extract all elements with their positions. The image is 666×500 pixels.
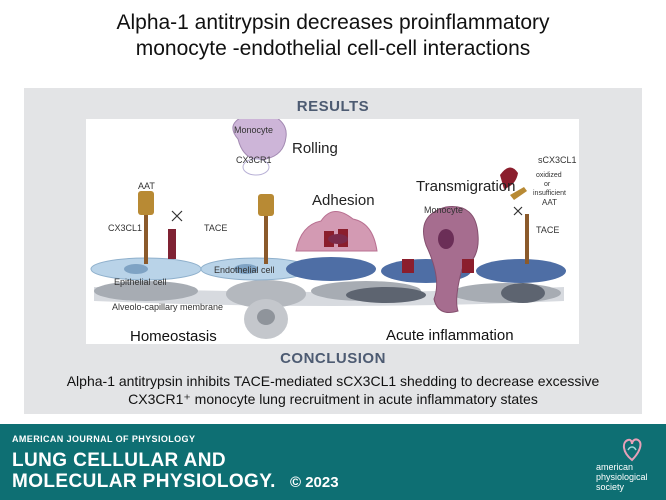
cx3cl1-stalk: [264, 209, 268, 264]
label-monocyte-top: Monocyte: [234, 125, 273, 135]
label-epithelial: Epithelial cell: [114, 277, 167, 287]
endothelial-cell-shape: [286, 257, 376, 281]
label-rolling: Rolling: [292, 140, 338, 157]
oxidized-aat-molecule: [510, 187, 527, 200]
cx3cr1-receptor: [242, 158, 270, 176]
nucleus: [438, 229, 454, 249]
aat-molecule: [138, 191, 154, 215]
label-adhesion: Adhesion: [312, 192, 375, 209]
tace-enzyme: [168, 229, 176, 259]
nucleus: [124, 264, 148, 274]
label-scx3cl1: sCX3CL1: [538, 155, 577, 165]
label-aat-2: AAT: [542, 198, 557, 207]
nucleus: [257, 309, 275, 325]
cx3cl1-stalk: [525, 214, 529, 264]
results-panel: RESULTS: [24, 88, 642, 414]
label-membrane: Alveolo-capillary membrane: [112, 302, 223, 312]
journal-line-1: LUNG CELLULAR AND: [12, 450, 227, 471]
cx3cl1-stalk: [144, 204, 148, 264]
title-line-1: Alpha-1 antitrypsin decreases proinflamm…: [116, 11, 550, 34]
label-transmigration: Transmigration: [416, 178, 515, 195]
epithelial-cell-shape: [94, 281, 198, 301]
mechanism-figure: Monocyte CX3CR1 Rolling AAT CX3CL1 TACE …: [86, 119, 579, 344]
epithelial-cell-shape: [346, 287, 426, 303]
conclusion-line-2: CX3CR1⁺ monocyte lung recruitment in acu…: [128, 391, 538, 407]
journal-line-2: MOLECULAR PHYSIOLOGY.: [12, 471, 276, 492]
aps-logo-icon: [622, 438, 642, 462]
society-line-1: american: [596, 462, 634, 472]
scissors-icon: [171, 210, 183, 222]
society-line-2: physiological: [596, 472, 648, 482]
label-or: or: [544, 181, 551, 188]
scx3cl1-molecule: [500, 167, 518, 189]
society-line-3: society: [596, 482, 625, 492]
results-heading: RESULTS: [296, 98, 370, 115]
monocyte-adhesion: [295, 211, 378, 252]
page-title: Alpha-1 antitrypsin decreases proinflamm…: [0, 10, 666, 62]
caption-homeostasis: Homeostasis: [130, 328, 217, 345]
conclusion-line-1: Alpha-1 antitrypsin inhibits TACE-mediat…: [66, 373, 600, 389]
label-cx3cl1: CX3CL1: [108, 223, 142, 233]
mechanism-diagram: Monocyte CX3CR1 Rolling AAT CX3CL1 TACE …: [90, 119, 577, 339]
conclusion-heading: CONCLUSION: [280, 350, 386, 367]
label-insufficient: insufficient: [533, 190, 566, 197]
endothelial-cell-shape: [476, 259, 566, 283]
nucleus: [234, 264, 258, 274]
society-name: american physiological society: [596, 462, 648, 492]
label-endothelial: Endothelial cell: [214, 265, 275, 275]
journal-name-small: AMERICAN JOURNAL OF PHYSIOLOGY: [12, 434, 196, 444]
aat-molecule: [258, 194, 274, 216]
label-oxidized: oxidized: [536, 172, 562, 179]
scissors-icon: [513, 206, 523, 216]
receptor-complex: [462, 259, 474, 273]
conclusion-text: Alpha-1 antitrypsin inhibits TACE-mediat…: [24, 372, 642, 408]
label-cx3cr1: CX3CR1: [236, 155, 272, 165]
caption-acute-inflammation: Acute inflammation: [386, 327, 514, 344]
nucleus: [328, 234, 348, 244]
label-aat: AAT: [138, 181, 155, 191]
receptor-complex: [402, 259, 414, 273]
label-monocyte-mid: Monocyte: [424, 205, 463, 215]
label-tace-2: TACE: [536, 225, 559, 235]
title-line-2: monocyte -endothelial cell-cell interact…: [135, 37, 531, 60]
epithelial-cell-shape: [226, 280, 306, 308]
journal-name: LUNG CELLULAR AND MOLECULAR PHYSIOLOGY.: [12, 450, 276, 492]
journal-footer: AMERICAN JOURNAL OF PHYSIOLOGY LUNG CELL…: [0, 424, 666, 500]
monocyte-rolling: [232, 119, 287, 161]
copyright: © 2023: [290, 474, 339, 491]
epithelial-cell-shape: [501, 283, 545, 303]
label-tace: TACE: [204, 223, 227, 233]
